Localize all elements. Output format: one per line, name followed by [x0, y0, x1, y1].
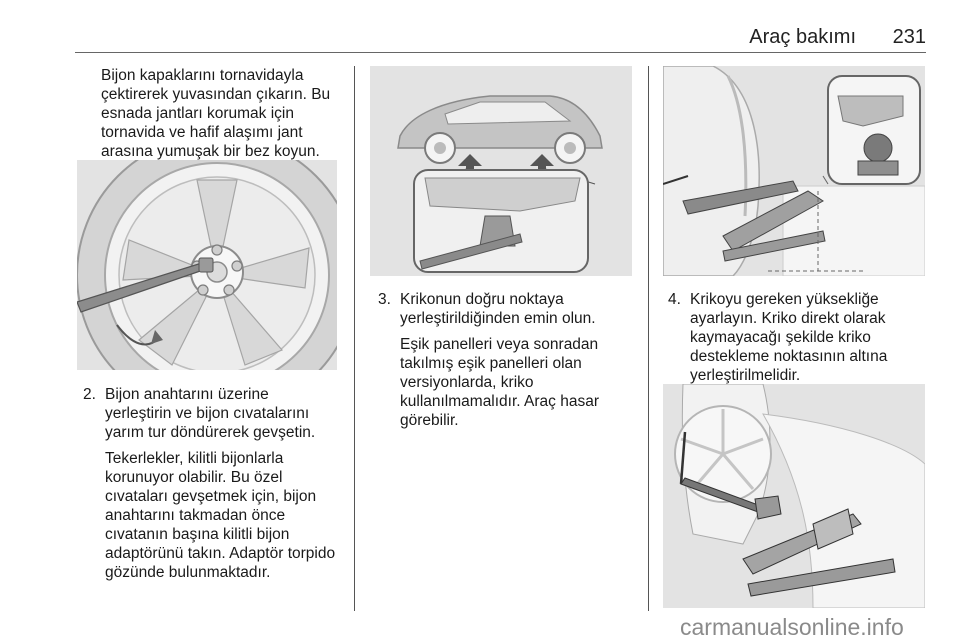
wheel-cap-removal-figure	[77, 160, 337, 370]
watermark-text: carmanualsonline.info	[680, 614, 904, 640]
column-divider-1	[354, 66, 355, 611]
jack-points-figure	[370, 66, 632, 276]
column-divider-2	[648, 66, 649, 611]
intro-paragraph: Bijon kapaklarını tornavidayla çektirere…	[101, 67, 331, 160]
page-number: 231	[892, 26, 926, 48]
header-rule	[75, 52, 926, 53]
section-title: Araç bakımı	[749, 26, 856, 48]
step-number: 2.	[83, 386, 96, 403]
page-header: Araç bakımı 231	[75, 26, 926, 52]
step-number: 4.	[668, 291, 681, 308]
jack-placement-figure	[663, 66, 925, 276]
jack-raised-figure	[663, 384, 925, 608]
step-number: 3.	[378, 291, 391, 308]
